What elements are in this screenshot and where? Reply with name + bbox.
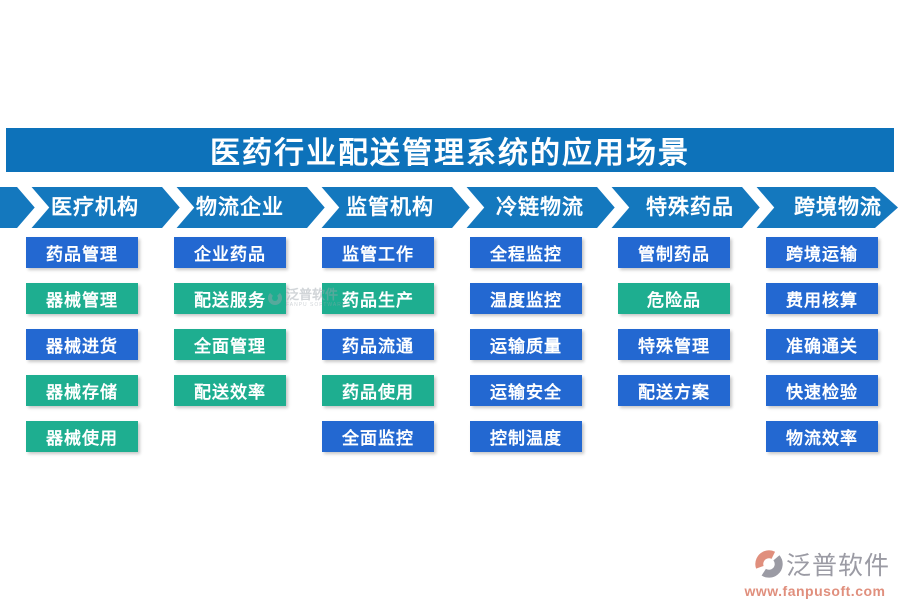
feature-box: 跨境运输 [766,237,878,268]
ribbon-segment-coldchain: 冷链物流 [496,196,584,219]
feature-box: 配送服务 [174,283,286,314]
feature-box: 器械进货 [26,329,138,360]
ribbon-segment-medical: 医疗机构 [51,196,139,219]
feature-box: 费用核算 [766,283,878,314]
feature-box: 准确通关 [766,329,878,360]
feature-box: 温度监控 [470,283,582,314]
feature-box: 配送方案 [618,375,730,406]
feature-box: 运输安全 [470,375,582,406]
feature-box: 快速检验 [766,375,878,406]
feature-box: 特殊管理 [618,329,730,360]
chevron-separator-icon [452,187,485,228]
feature-box: 全面管理 [174,329,286,360]
column-special-drug: 管制药品 危险品 特殊管理 配送方案 [600,237,748,452]
ribbon-segment-crossborder: 跨境物流 [794,196,882,219]
page-title: 医药行业配送管理系统的应用场景 [210,137,690,170]
feature-box: 管制药品 [618,237,730,268]
category-ribbon: 医疗机构 物流企业 监管机构 冷链物流 特殊药品 跨境物流 [0,187,900,228]
brand-block: 泛普软件 www.fanpusoft.com [740,546,890,599]
title-banner: 医药行业配送管理系统的应用场景 [6,128,894,172]
ribbon-segment-regulator: 监管机构 [346,196,434,219]
column-regulator: 监管工作 药品生产 药品流通 药品使用 全面监控 [304,237,452,452]
chevron-separator-icon [162,187,195,228]
feature-box: 药品生产 [322,283,434,314]
feature-box: 器械使用 [26,421,138,452]
feature-columns: 药品管理 器械管理 器械进货 器械存储 器械使用 企业药品 配送服务 全面管理 … [0,237,900,452]
brand-url: www.fanpusoft.com [744,583,886,599]
chevron-separator-icon [307,187,340,228]
feature-box: 全面监控 [322,421,434,452]
column-crossborder: 跨境运输 费用核算 准确通关 快速检验 物流效率 [748,237,896,452]
feature-box: 物流效率 [766,421,878,452]
feature-box: 器械存储 [26,375,138,406]
chevron-separator-icon [17,187,50,228]
chevron-separator-icon [597,187,630,228]
column-coldchain: 全程监控 温度监控 运输质量 运输安全 控制温度 [452,237,600,452]
column-logistics: 企业药品 配送服务 全面管理 配送效率 [156,237,304,452]
feature-box: 器械管理 [26,283,138,314]
feature-box: 药品流通 [322,329,434,360]
chevron-separator-icon [742,187,775,228]
feature-box: 药品管理 [26,237,138,268]
ribbon-segment-logistics: 物流企业 [196,196,284,219]
column-medical: 药品管理 器械管理 器械进货 器械存储 器械使用 [8,237,156,452]
ribbon-shape [0,187,898,228]
feature-box: 配送效率 [174,375,286,406]
feature-box: 危险品 [618,283,730,314]
brand-name: 泛普软件 [785,552,890,580]
feature-box: 控制温度 [470,421,582,452]
feature-box: 监管工作 [322,237,434,268]
feature-box: 运输质量 [470,329,582,360]
feature-box: 企业药品 [174,237,286,268]
feature-box: 药品使用 [322,375,434,406]
feature-box: 全程监控 [470,237,582,268]
ribbon-segment-special-drug: 特殊药品 [646,196,734,219]
fanpu-logo-icon [755,550,783,578]
